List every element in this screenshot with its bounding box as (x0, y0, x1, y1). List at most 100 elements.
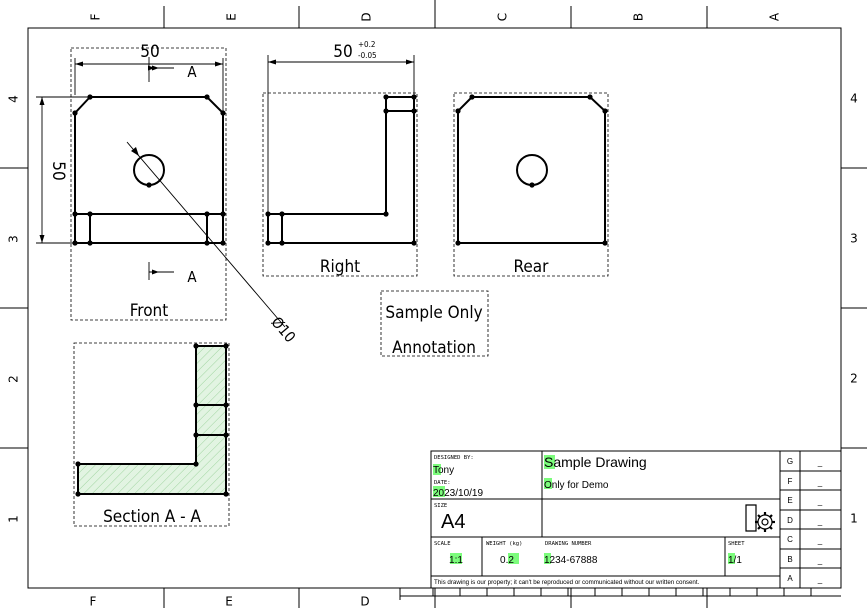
annotation-frame (380, 290, 489, 357)
sheet-caption: SHEET (728, 541, 745, 547)
drawing-number-caption: DRAWING NUMBER (545, 541, 592, 547)
scale-caption: SCALE (434, 541, 451, 547)
zone-label-left: 2 (7, 375, 21, 383)
title-block-grid (430, 450, 842, 589)
title-block-captions: DESIGNED BY: DATE: SIZE SCALE WEIGHT (kg… (434, 455, 745, 547)
designed-by-value[interactable]: Tony (433, 465, 454, 476)
zone-label-top: C (496, 13, 510, 21)
designed-by-caption: DESIGNED BY: (434, 455, 474, 461)
rear-view-frame (453, 92, 609, 277)
front-view[interactable]: 50 50 A A Ø10 Front (36, 42, 299, 346)
zone-label-bottom: F (90, 595, 97, 608)
zone-label-top: B (632, 13, 646, 21)
gear-logo-icon (745, 504, 775, 532)
zone-label-left: 4 (7, 95, 21, 103)
zone-label-top: D (360, 12, 374, 21)
size-value[interactable]: A4 (441, 511, 465, 533)
front-width-dimension: 50 (140, 42, 159, 62)
right-view-label: Right (320, 257, 360, 277)
highlight-mark (450, 553, 462, 564)
annotation-line-2: Annotation (392, 338, 476, 358)
zone-label-top: F (89, 13, 103, 20)
highlight-mark (544, 478, 552, 489)
zone-label-right: 4 (850, 92, 858, 106)
sheet-value[interactable]: 1/1 (728, 555, 742, 566)
revision-letter: A (787, 574, 793, 583)
right-view[interactable]: 50 +0.2 -0.05 Right (262, 40, 418, 277)
right-view-geometry (267, 96, 415, 244)
scale-value[interactable]: 1:1 (449, 555, 463, 566)
revision-value[interactable]: _ (817, 556, 823, 565)
drawing-title[interactable]: Sample Drawing (544, 454, 647, 470)
rear-view[interactable]: Rear (453, 92, 609, 277)
section-hatch (78, 346, 226, 494)
zone-labels: F E D C B A F E D 4 3 2 1 4 3 2 1 (7, 12, 858, 608)
right-width-dimension: 50 (333, 42, 352, 62)
size-caption: SIZE (434, 503, 447, 509)
section-mark-bottom: A (187, 268, 197, 286)
weight-value[interactable]: 0.2 (500, 555, 514, 566)
revision-letter: C (787, 535, 793, 544)
rear-view-vertices (455, 94, 608, 246)
tolerance-lower: -0.05 (358, 51, 377, 60)
highlight-mark (544, 455, 555, 469)
zone-label-right: 2 (850, 372, 858, 386)
revision-value[interactable]: _ (817, 458, 823, 467)
date-caption: DATE: (434, 480, 451, 486)
highlight-mark (433, 486, 445, 497)
right-view-frame (262, 92, 418, 277)
rear-view-label: Rear (514, 257, 550, 277)
tolerance-upper: +0.2 (358, 40, 375, 49)
zone-label-left: 1 (7, 515, 21, 523)
zone-label-bottom: D (360, 595, 369, 608)
diameter-dimension: Ø10 (268, 313, 300, 346)
revision-letter: F (788, 477, 793, 486)
drawing-number-value[interactable]: 1234-67888 (544, 555, 598, 566)
right-dimension-arrows (268, 59, 414, 65)
highlight-mark (508, 553, 519, 564)
section-mark-top: A (187, 63, 197, 81)
right-view-vertices (265, 94, 417, 246)
zone-label-left: 3 (7, 235, 21, 243)
edit-highlights (433, 455, 735, 564)
front-view-vertices (72, 94, 226, 246)
revision-letter: D (787, 516, 793, 525)
revision-letter: G (787, 457, 793, 466)
revision-value[interactable]: _ (817, 536, 823, 545)
revision-value[interactable]: _ (817, 517, 823, 526)
front-dimension-arrows (39, 61, 223, 275)
revision-value[interactable]: _ (817, 478, 823, 487)
annotation-note[interactable]: Sample Only Annotation (380, 290, 489, 358)
front-height-dimension: 50 (48, 161, 68, 180)
section-view[interactable]: Section A - A (73, 342, 230, 527)
revision-letter: E (787, 496, 792, 505)
highlight-mark (544, 553, 551, 564)
rear-view-geometry (457, 96, 606, 244)
section-view-label: Section A - A (103, 507, 201, 527)
zone-label-top: E (225, 13, 239, 21)
front-view-geometry (74, 96, 224, 244)
weight-caption: WEIGHT (kg) (486, 541, 522, 547)
annotation-line-1: Sample Only (385, 303, 482, 323)
revision-value[interactable]: _ (817, 497, 823, 506)
zone-label-right: 3 (850, 232, 858, 246)
disclaimer-text: This drawing is our property; it can't b… (434, 579, 700, 586)
highlight-mark (433, 464, 441, 475)
zone-label-right: 1 (850, 512, 858, 526)
front-view-frame (70, 47, 227, 321)
section-view-frame (73, 342, 230, 527)
highlight-mark (728, 553, 735, 564)
revision-letter: B (787, 555, 792, 564)
zone-label-top: A (768, 12, 782, 21)
front-view-label: Front (130, 301, 169, 321)
revision-table: G F E D C B A _ _ _ _ _ _ _ (787, 457, 823, 584)
zone-label-bottom: E (225, 595, 233, 608)
right-dimension-lines (267, 55, 415, 212)
revision-value[interactable]: _ (817, 575, 823, 584)
front-dimension-lines (36, 57, 286, 328)
section-view-vertices (75, 343, 229, 497)
title-block: DESIGNED BY: DATE: SIZE SCALE WEIGHT (kg… (430, 450, 842, 589)
date-value[interactable]: 2023/10/19 (433, 488, 483, 499)
drawing-subtitle[interactable]: Only for Demo (544, 480, 609, 491)
